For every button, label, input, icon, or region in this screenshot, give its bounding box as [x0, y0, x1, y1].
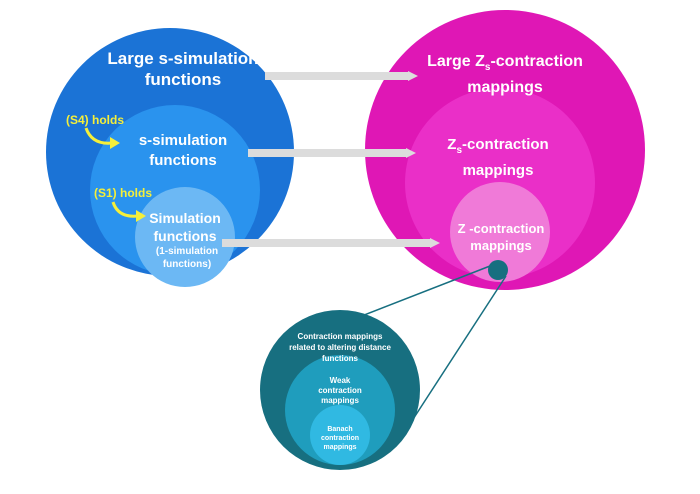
- label-zs-suffix: -contraction mappings: [462, 136, 549, 179]
- label-1-simulation: (1-simulation functions): [155, 246, 219, 270]
- pink-inner-circle: [450, 182, 550, 282]
- zoom-dot: [488, 260, 508, 280]
- label-altering-distance: Contraction mappings related to altering…: [289, 332, 391, 363]
- label-s-simulation: s-simulation functions: [138, 132, 228, 169]
- label-zs-contraction: Zs-contraction mappings: [428, 135, 568, 181]
- yellow-curve-arrow-s1: [111, 201, 139, 218]
- teal-inner-circle: [310, 405, 370, 465]
- label-simulation: Simulation functions: [149, 210, 221, 244]
- yellow-curve-arrow-s4: [84, 127, 113, 145]
- label-zs-prefix: Z: [447, 136, 457, 153]
- yellow-curve-arrowhead-s1: [136, 210, 146, 222]
- label-large-zs-prefix: Large Z: [427, 53, 485, 70]
- label-large-zs-contraction: Large Zs-contraction mappings: [415, 52, 595, 98]
- label-large-zs-sub: s: [484, 62, 491, 74]
- label-large-zs-suffix: -contraction mappings: [467, 53, 583, 97]
- label-weak-contraction: Weak contraction mappings: [318, 376, 362, 405]
- yellow-curve-arrowhead-s4: [110, 137, 120, 149]
- label-z-contraction: Z -contraction mappings: [457, 221, 545, 253]
- label-banach-contraction: Banach contraction mappings: [320, 426, 360, 451]
- zoom-line-right: [405, 275, 507, 431]
- label-large-s-simulation: Large s-simulation functions: [107, 49, 259, 89]
- condition-s1: (S1) holds: [94, 186, 153, 200]
- condition-s4: (S4) holds: [66, 113, 125, 127]
- blue-inner-circle: [135, 187, 235, 287]
- label-zs-sub: s: [456, 145, 463, 156]
